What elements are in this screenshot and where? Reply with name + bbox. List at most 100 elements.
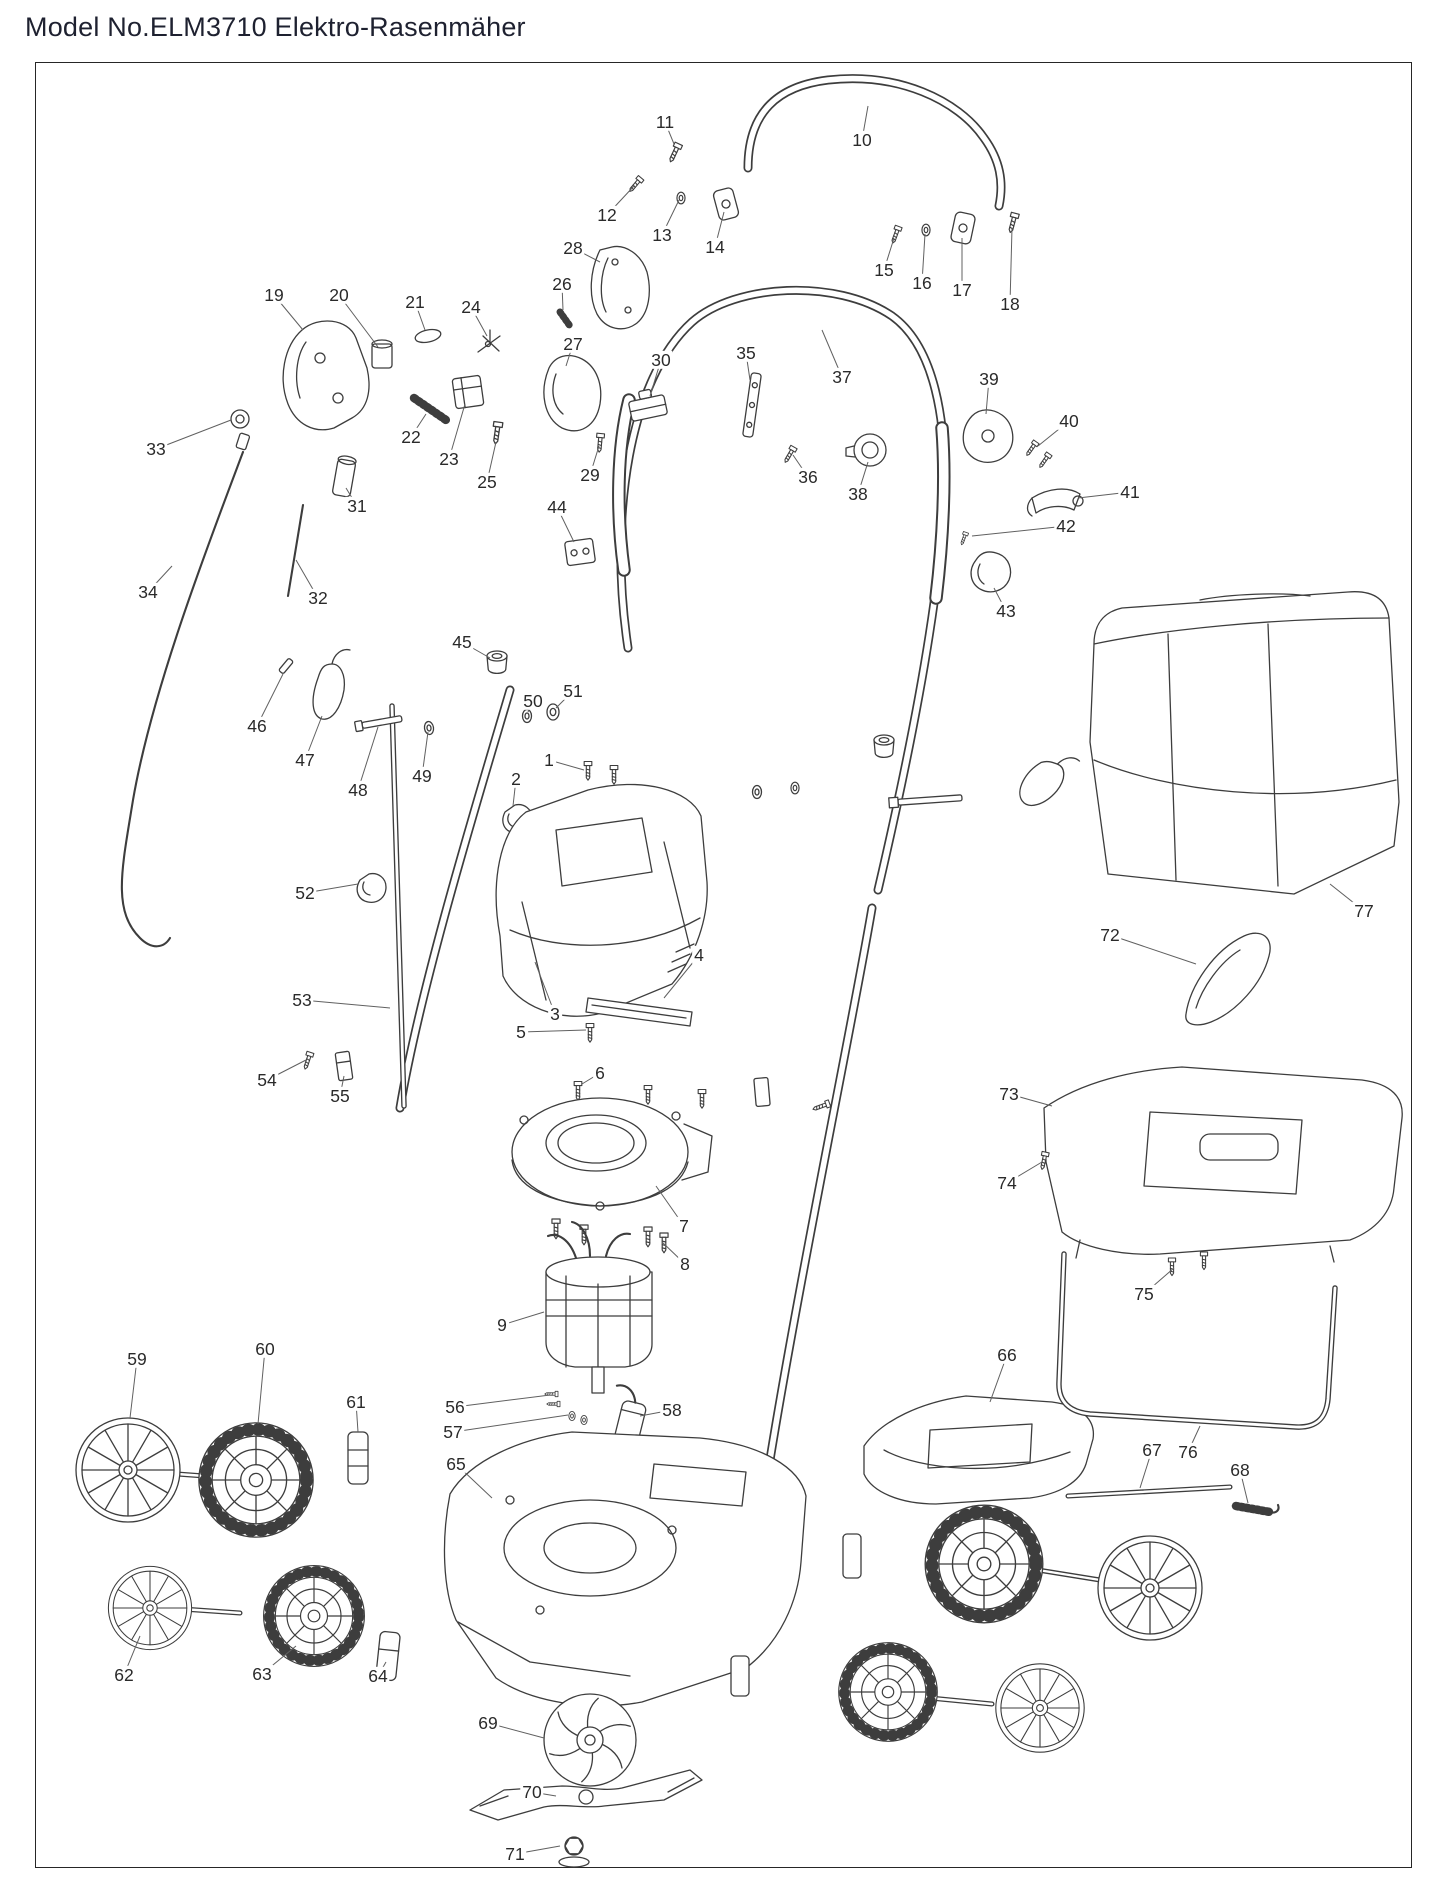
part-label-43: 43 [994, 600, 1018, 621]
part-label-69: 69 [476, 1712, 500, 1733]
part-label-26: 26 [550, 273, 574, 294]
lever-knob-art [845, 409, 1084, 593]
part-label-2: 2 [509, 768, 523, 789]
handle-clamp-left-art [712, 187, 740, 221]
blade-bolt-art [558, 1836, 590, 1868]
part-label-40: 40 [1057, 410, 1081, 431]
upper-handle-art [743, 74, 1006, 211]
right-wheels-art [839, 1505, 1203, 1753]
grass-catcher-art [1089, 591, 1400, 895]
page-title: Model No.ELM3710 Elektro-Rasenmäher [25, 12, 526, 42]
part-label-10: 10 [850, 129, 874, 150]
part-label-56: 56 [443, 1396, 467, 1417]
part-label-42: 42 [1054, 515, 1078, 536]
switch-housing-art [282, 245, 798, 567]
part-label-33: 33 [144, 438, 168, 459]
handle-fastener-art [278, 648, 1081, 903]
fan-art [543, 1693, 637, 1787]
part-label-35: 35 [734, 342, 758, 363]
part-label-21: 21 [403, 291, 427, 312]
cable-art [120, 409, 251, 948]
part-label-13: 13 [650, 224, 674, 245]
motor-art [545, 1220, 653, 1394]
part-label-19: 19 [262, 284, 286, 305]
part-label-24: 24 [459, 296, 483, 317]
part-label-77: 77 [1352, 900, 1376, 921]
part-label-15: 15 [872, 259, 896, 280]
front-left-wheels-art [75, 1418, 364, 1666]
part-label-18: 18 [998, 293, 1022, 314]
rod-sleeve-art [286, 455, 357, 598]
part-label-50: 50 [521, 690, 545, 711]
part-label-38: 38 [846, 483, 870, 504]
part-label-49: 49 [410, 765, 434, 786]
guide-rod-art [389, 703, 407, 1109]
part-label-60: 60 [253, 1338, 277, 1359]
part-label-63: 63 [250, 1663, 274, 1684]
part-label-67: 67 [1140, 1439, 1164, 1460]
part-label-47: 47 [293, 749, 317, 770]
part-label-46: 46 [245, 715, 269, 736]
part-label-75: 75 [1132, 1283, 1156, 1304]
part-label-16: 16 [910, 272, 934, 293]
part-label-71: 71 [503, 1843, 527, 1864]
part-label-36: 36 [796, 466, 820, 487]
part-label-30: 30 [649, 349, 673, 370]
part-label-11: 11 [653, 111, 677, 132]
part-label-6: 6 [593, 1062, 607, 1083]
part-label-9: 9 [495, 1314, 509, 1335]
catcher-cover-art [1037, 1066, 1403, 1277]
part-label-37: 37 [830, 366, 854, 387]
part-label-1: 1 [542, 749, 556, 770]
cover-hardware-art [301, 1022, 832, 1114]
part-label-44: 44 [545, 496, 569, 517]
part-label-52: 52 [293, 882, 317, 903]
part-label-76: 76 [1176, 1441, 1200, 1462]
part-label-61: 61 [344, 1391, 368, 1412]
part-label-5: 5 [514, 1021, 528, 1042]
part-label-72: 72 [1098, 924, 1122, 945]
catcher-handle-art [1185, 932, 1271, 1026]
part-label-55: 55 [328, 1085, 352, 1106]
part-label-54: 54 [255, 1069, 279, 1090]
part-label-64: 64 [366, 1665, 390, 1686]
part-label-23: 23 [437, 448, 461, 469]
part-label-34: 34 [136, 581, 160, 602]
part-label-57: 57 [441, 1421, 465, 1442]
part-label-74: 74 [995, 1172, 1019, 1193]
deck-art [443, 1431, 807, 1707]
part-label-7: 7 [677, 1215, 691, 1236]
lower-handle-art [395, 285, 951, 1477]
part-label-4: 4 [692, 944, 706, 965]
part-label-68: 68 [1228, 1459, 1252, 1480]
part-label-17: 17 [950, 279, 974, 300]
mulch-insert-art [863, 1395, 1280, 1517]
diagram-border [35, 62, 1412, 1868]
part-label-66: 66 [995, 1344, 1019, 1365]
part-label-59: 59 [125, 1348, 149, 1369]
handle-clamp-right-art [950, 211, 976, 245]
part-label-12: 12 [595, 204, 619, 225]
part-label-45: 45 [450, 631, 474, 652]
part-label-14: 14 [703, 236, 727, 257]
rear-frame-art [1056, 1251, 1338, 1430]
part-label-65: 65 [444, 1453, 468, 1474]
part-label-8: 8 [678, 1253, 692, 1274]
part-label-70: 70 [520, 1781, 544, 1802]
part-label-58: 58 [660, 1399, 684, 1420]
part-label-3: 3 [548, 1003, 562, 1024]
part-label-73: 73 [997, 1083, 1021, 1104]
part-label-29: 29 [578, 464, 602, 485]
part-label-22: 22 [399, 426, 423, 447]
part-label-39: 39 [977, 368, 1001, 389]
part-label-28: 28 [561, 237, 585, 258]
part-label-48: 48 [346, 779, 370, 800]
part-label-53: 53 [290, 989, 314, 1010]
part-label-31: 31 [345, 495, 369, 516]
part-label-25: 25 [475, 471, 499, 492]
part-label-41: 41 [1118, 481, 1142, 502]
part-label-51: 51 [561, 680, 585, 701]
part-label-20: 20 [327, 284, 351, 305]
